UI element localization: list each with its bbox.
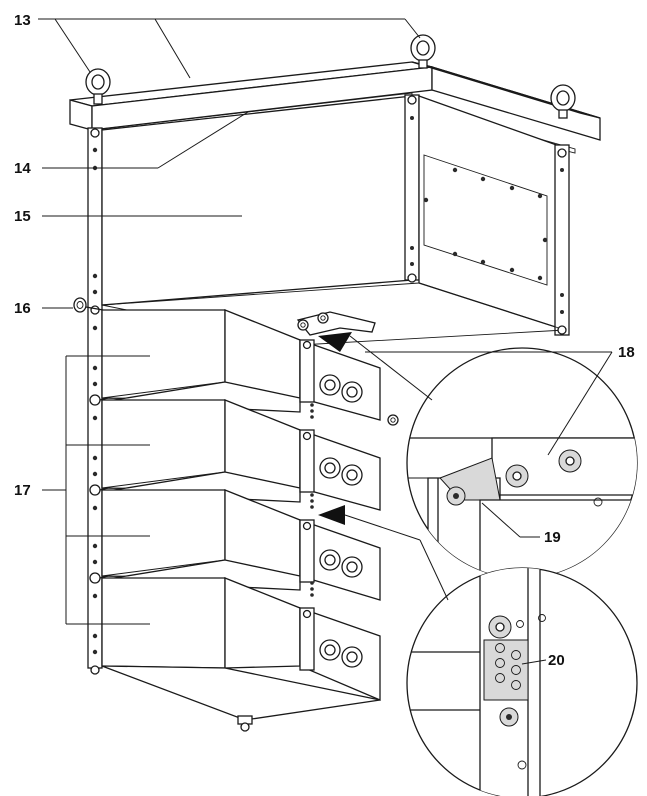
- woofer-drivers: [319, 374, 363, 668]
- speaker-module-1: [101, 309, 381, 421]
- arrow-lower-icon: [318, 505, 345, 525]
- callout-13: 13: [14, 12, 31, 29]
- callout-19: 19: [544, 529, 561, 546]
- detail-view-upper: [406, 347, 638, 579]
- rear-hinges: [89, 394, 109, 584]
- callout-labels: 13 14 15 16 17 18 19 20: [14, 12, 635, 669]
- front-rail-holes: [302, 340, 314, 619]
- arrow-upper-icon: [318, 332, 352, 352]
- quick-release-pin-icon: [73, 297, 104, 313]
- cabinet-top-box: [87, 94, 570, 669]
- right-rail-holes: [407, 95, 567, 335]
- detail-view-lower: [406, 567, 638, 796]
- callout-15: 15: [14, 208, 31, 225]
- eye-bolt-right-icon: [550, 84, 576, 119]
- panel-screws: [423, 167, 548, 281]
- callout-20: 20: [548, 652, 565, 669]
- speaker-module-4: [101, 577, 381, 721]
- eye-bolt-left-icon: [85, 68, 111, 105]
- spare-pin-icon: [387, 414, 399, 426]
- speaker-module-3: [101, 489, 381, 601]
- eye-bolt-mid-icon: [410, 34, 436, 69]
- front-link-bracket: [296, 311, 376, 336]
- callout-16: 16: [14, 300, 31, 317]
- leader-lines: [38, 18, 613, 665]
- callout-17: 17: [14, 482, 31, 499]
- callout-14: 14: [14, 160, 31, 177]
- bottom-bracket-icon: [237, 715, 253, 732]
- callout-18: 18: [618, 344, 635, 361]
